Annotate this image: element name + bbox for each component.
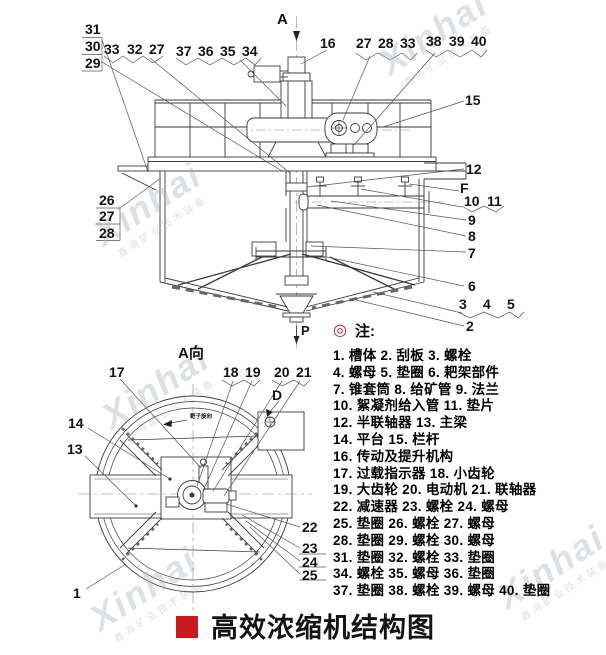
callout-23: 23 [302,540,318,556]
callout-27: 27 [356,35,372,51]
callout-p: P [301,323,310,338]
leader-lines [82,37,525,327]
rotation-arrow [163,419,188,427]
callout-12: 12 [466,161,482,177]
callout-28: 28 [99,225,115,241]
callout-25: 25 [302,567,318,583]
legend-line: 12. 半联轴器 13. 主梁 [333,415,468,431]
legend-line: 37. 垫圈 38. 螺栓 39. 螺母 40. 垫圈 [333,583,551,599]
pipe-bolts [313,176,412,196]
callout-4: 4 [483,296,491,312]
legend-line: 19. 大齿轮 20. 电动机 21. 联轴器 [333,482,537,498]
callout-a: A [277,11,288,28]
callout-10: 10 [464,193,480,209]
legend-line: 4. 螺母 5. 垫圈 6. 耙架部件 [333,364,500,380]
drawing-title: 高效浓缩机结构图 [176,606,435,645]
callout-31: 31 [85,21,101,37]
callout-5: 5 [507,296,515,312]
callout-33: 33 [104,41,120,57]
callout-a向: A向 [178,345,204,362]
callout-d: D [272,387,283,403]
scraper-blades [171,285,283,310]
callout-2: 2 [466,318,474,334]
feed-pipe [294,176,444,213]
callout-33: 33 [400,35,416,51]
callout-30: 30 [85,38,101,54]
callout-34: 34 [242,43,258,59]
callout-28: 28 [378,35,394,51]
legend-line: 31. 垫圈 32. 螺栓 33. 垫圈 [333,549,496,565]
legend-note: ◎ 注: [333,320,606,341]
callout-f: F [460,180,469,196]
callout-38: 38 [426,33,442,49]
legend-line: 17. 过载指示器 18. 小齿轮 [333,465,495,481]
callout-15: 15 [465,92,481,108]
callout-26: 26 [99,192,115,208]
drive-mechanism [238,56,410,158]
title-text: 高效浓缩机结构图 [211,613,435,643]
scraper-blades [311,285,413,310]
callout-16: 16 [320,35,336,51]
rake-arms [119,427,265,561]
callout-9: 9 [468,212,476,228]
discharge-arrow [293,336,300,344]
top-view-a [78,378,326,612]
callout-40: 40 [471,33,487,49]
legend-line: 16. 传动及提升机构 [333,448,454,464]
legend-line: 25. 垫圈 26. 螺栓 27. 螺母 [333,515,496,531]
callout-36: 36 [198,43,214,59]
callout-29: 29 [85,55,101,71]
legend-line: 7. 锥套筒 8. 给矿管 9. 法兰 [333,381,500,397]
rake-frame [177,240,416,290]
callout-17: 17 [109,364,125,380]
callout-22: 22 [302,519,318,535]
callout-7: 7 [468,245,476,261]
callout-21: 21 [296,364,312,380]
corner-plate [257,411,305,451]
section-arrow-a [293,31,300,41]
callout-35: 35 [220,43,236,59]
callout-18: 18 [223,364,239,380]
callout-3: 3 [459,296,467,312]
callout-11: 11 [487,193,502,209]
platform [117,156,437,191]
callout-20: 20 [274,364,290,380]
callout-39: 39 [449,33,465,49]
callout-37: 37 [176,43,192,59]
legend-line: 1. 槽体 2. 刮板 3. 螺栓 [333,348,472,363]
callout-24: 24 [302,554,318,570]
discharge-cone [276,293,317,344]
front-view [82,16,525,348]
note-bullseye-icon: ◎ [333,321,347,339]
tank-body [159,171,425,312]
callout-13: 13 [67,441,83,457]
callout-8: 8 [468,228,476,244]
callout-1: 1 [73,585,81,601]
legend-line: 14. 平台 15. 栏杆 [333,431,440,447]
legend-line: 22. 减速器 23. 螺栓 24. 螺母 [333,499,509,515]
callout-19: 19 [245,364,261,380]
callout-14: 14 [68,415,84,431]
callout-27: 27 [149,41,165,57]
legend-line: 28. 垫圈 29. 螺栓 30. 螺母 [333,532,496,548]
callout-32: 32 [127,41,143,57]
legend-line: 34. 螺栓 35. 螺母 36. 垫圈 [333,566,496,582]
note-label: 注: [354,323,375,340]
center-mechanism [165,458,237,513]
callout-27: 27 [99,208,115,224]
legend-line: 10. 絮凝剂给入管 11. 垫片 [333,398,495,414]
half-coupling [285,182,308,192]
shaft-assembly [285,171,308,242]
callout-耙子旋向: 耙子旋向 [190,414,213,420]
title-red-square-icon [176,616,198,638]
callout-6: 6 [468,278,476,294]
leader-lines-a [84,378,326,590]
